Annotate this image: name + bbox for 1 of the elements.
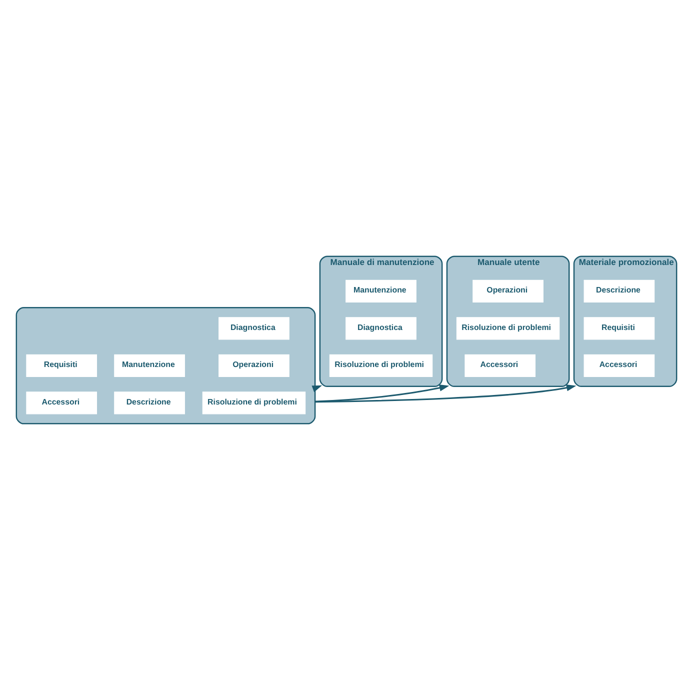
cluster [16,306,316,424]
